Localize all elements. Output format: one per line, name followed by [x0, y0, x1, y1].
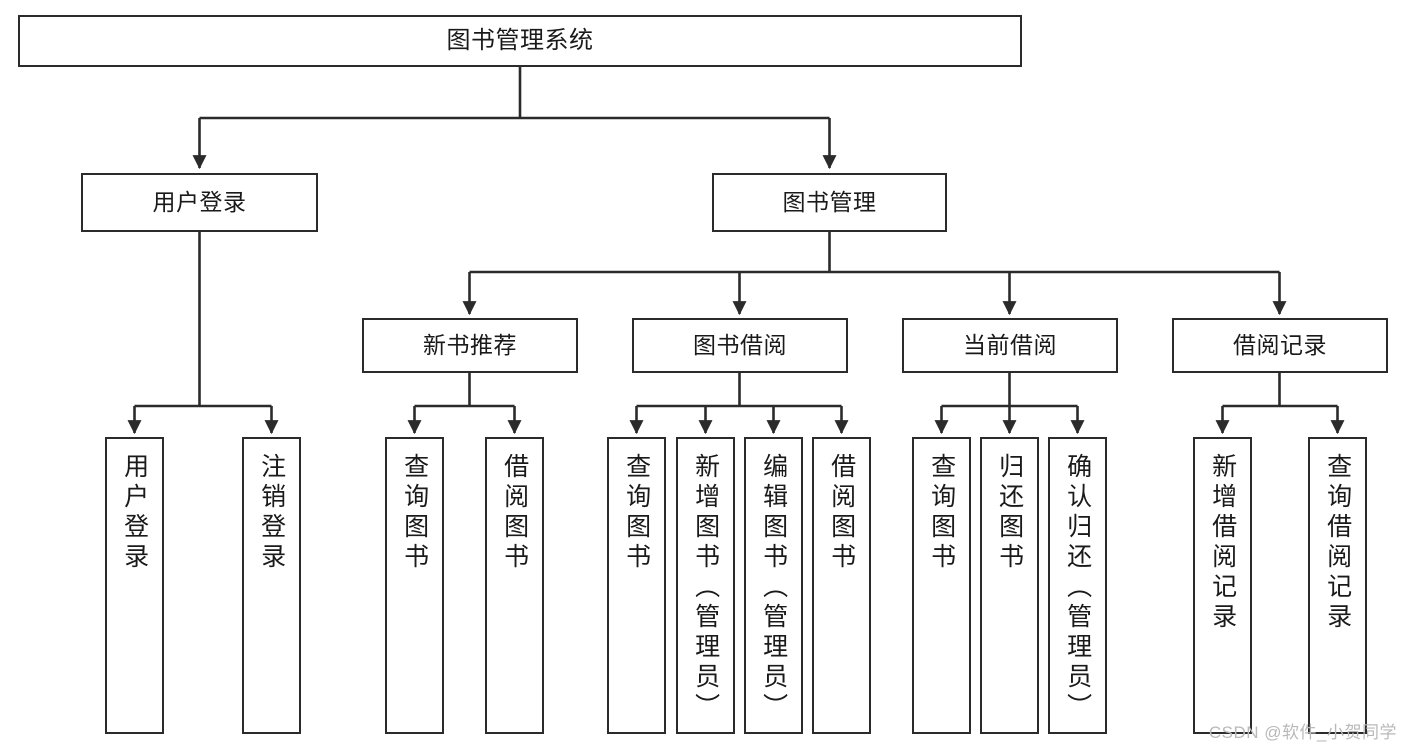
node-book-management[interactable]: 图书管理: [712, 173, 947, 232]
leaf-confirm-return-admin[interactable]: 确认归还（管理员）: [1048, 437, 1107, 734]
node-label: 图书管理系统: [446, 26, 594, 54]
node-label: 查询图书: [927, 453, 956, 573]
leaf-query-book-recommend[interactable]: 查询图书: [385, 437, 444, 734]
node-label: 新书推荐: [423, 331, 517, 358]
node-label: 图书管理: [782, 188, 877, 215]
node-label: 借阅图书: [500, 453, 529, 573]
leaf-add-borrow-record[interactable]: 新增借阅记录: [1193, 437, 1252, 734]
node-label: 当前借阅: [963, 331, 1057, 358]
node-label: 借阅图书: [827, 453, 856, 573]
node-label: 图书借阅: [693, 331, 787, 358]
leaf-user-login[interactable]: 用户登录: [105, 437, 164, 734]
node-root-book-management-system[interactable]: 图书管理系统: [18, 15, 1022, 67]
leaf-borrow-book-recommend[interactable]: 借阅图书: [485, 437, 544, 734]
leaf-logout[interactable]: 注销登录: [242, 437, 301, 734]
node-label: 借阅记录: [1233, 331, 1327, 358]
node-label: 新增图书（管理员）: [691, 453, 720, 723]
node-label: 新增借阅记录: [1208, 453, 1237, 633]
node-borrow-record[interactable]: 借阅记录: [1172, 318, 1388, 373]
node-label: 确认归还（管理员）: [1063, 453, 1092, 723]
node-label: 编辑图书（管理员）: [759, 453, 788, 723]
node-label: 查询借阅记录: [1323, 453, 1352, 633]
leaf-edit-book-admin[interactable]: 编辑图书（管理员）: [744, 437, 803, 734]
node-user-login[interactable]: 用户登录: [81, 173, 318, 232]
leaf-query-book-borrow[interactable]: 查询图书: [607, 437, 666, 734]
leaf-return-book[interactable]: 归还图书: [980, 437, 1039, 734]
node-label: 归还图书: [995, 453, 1024, 573]
node-label: 用户登录: [152, 188, 247, 215]
csdn-watermark: CSDN @软件_小贺同学: [1208, 723, 1397, 742]
leaf-query-book-current[interactable]: 查询图书: [912, 437, 971, 734]
leaf-add-book-admin[interactable]: 新增图书（管理员）: [676, 437, 735, 734]
node-new-book-recommend[interactable]: 新书推荐: [362, 318, 578, 373]
node-label: 查询图书: [400, 453, 429, 573]
node-book-borrow[interactable]: 图书借阅: [632, 318, 848, 373]
leaf-borrow-book[interactable]: 借阅图书: [812, 437, 871, 734]
node-label: 用户登录: [120, 453, 149, 573]
node-label: 查询图书: [622, 453, 651, 573]
leaf-query-borrow-record[interactable]: 查询借阅记录: [1308, 437, 1367, 734]
node-label: 注销登录: [257, 453, 286, 573]
node-current-borrow[interactable]: 当前借阅: [902, 318, 1118, 373]
